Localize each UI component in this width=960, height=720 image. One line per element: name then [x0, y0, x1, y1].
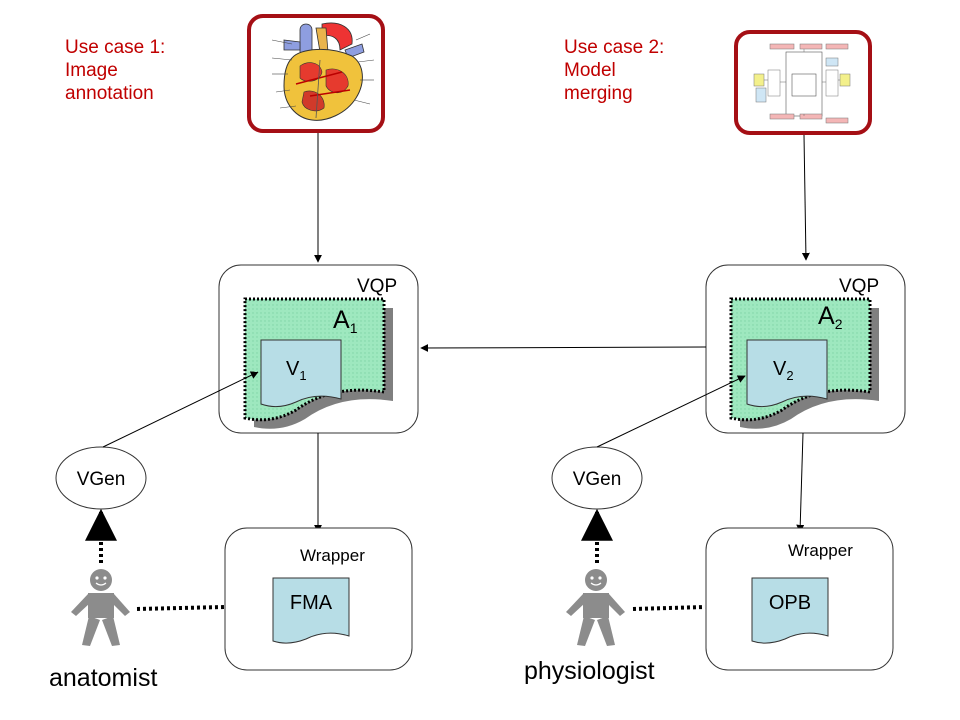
view-v1: V1 [260, 339, 342, 408]
use-case-1-label: Use case 1: Image annotation [65, 37, 165, 104]
annotation-a2-letter: A2 [818, 302, 843, 332]
vgen-ellipse-right: VGen [551, 446, 643, 510]
use-case-1-line1: Use case 1: [65, 37, 165, 58]
vgen-label-left: VGen [77, 469, 126, 490]
annotation-a1-letter: A1 [333, 306, 358, 336]
use-case-2-line2: Model [564, 60, 616, 81]
heart-anatomy-icon [247, 14, 385, 133]
dotted-link-anatomist-wrapper [136, 605, 225, 611]
wrapper-label-left: Wrapper [300, 546, 365, 565]
ontology-opb: OPB [769, 592, 811, 614]
vqp-label-left: VQP [357, 276, 397, 297]
view-v2-letter: V2 [773, 358, 794, 383]
vgen-ellipse-left: VGen [55, 446, 147, 510]
physiologist-label: physiologist [524, 657, 655, 685]
arrow-vgen-to-v2 [596, 375, 746, 448]
wrapper-box-right: Wrapper OPB [705, 527, 894, 671]
view-v2: V2 [746, 339, 828, 408]
dotted-link-physiologist-wrapper [632, 605, 706, 611]
wrapper-label-right: Wrapper [788, 541, 853, 560]
use-case-2-label: Use case 2: Model merging [564, 37, 664, 104]
person-icon-physiologist [566, 569, 625, 646]
arrow-vgen-to-v1 [102, 371, 259, 448]
arrow-image-to-vqp-2 [801, 134, 810, 261]
vqp-label-right: VQP [839, 276, 879, 297]
anatomist-label: anatomist [49, 664, 157, 692]
arrow-vqp-to-wrapper-right [796, 432, 805, 533]
use-case-1-line2: Image [65, 60, 118, 81]
ontology-fma: FMA [290, 592, 333, 614]
model-diagram-icon [734, 30, 872, 135]
view-v1-letter: V1 [286, 358, 307, 383]
use-case-2-line3: merging [564, 83, 633, 104]
use-case-2-line1: Use case 2: [564, 37, 664, 58]
use-case-1-line3: annotation [65, 83, 154, 104]
person-icon-anatomist [71, 569, 130, 646]
wrapper-box-left: Wrapper FMA [224, 527, 413, 671]
arrow-vqp-right-to-left [420, 343, 707, 352]
vgen-label-right: VGen [573, 469, 622, 490]
